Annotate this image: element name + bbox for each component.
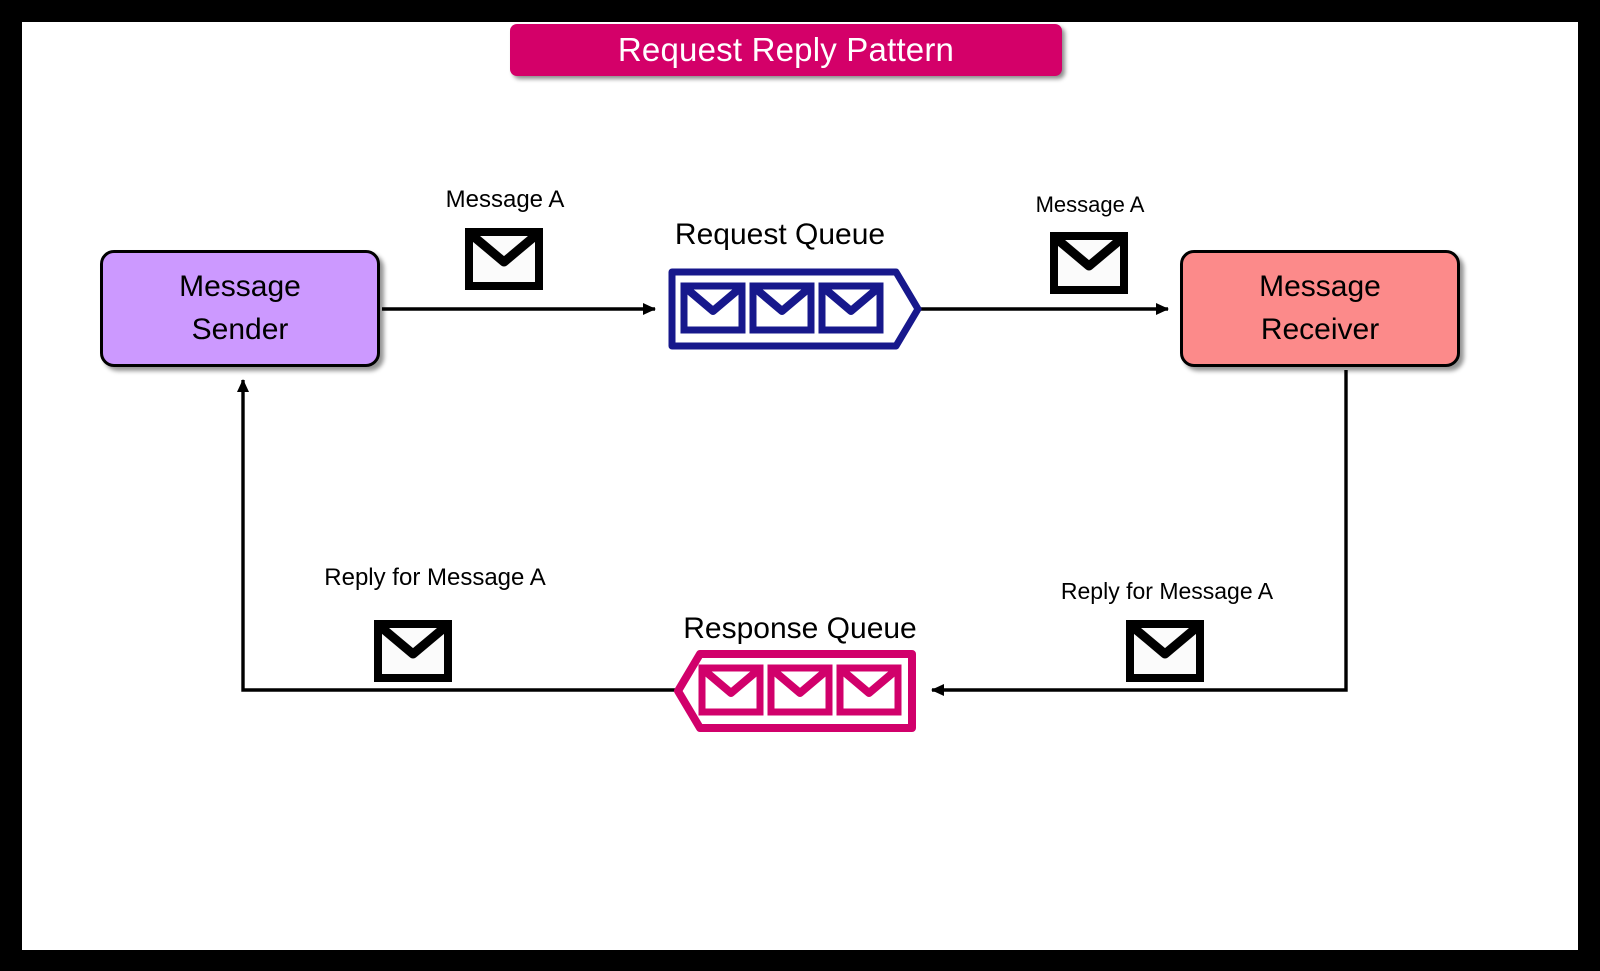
flow-label-receiver-to-response-queue: Reply for Message A <box>1060 578 1274 604</box>
request-queue-caption: Request Queue <box>674 218 886 251</box>
envelope-icon <box>374 620 452 682</box>
node-message-receiver-line2: Receiver <box>1260 312 1380 346</box>
page-title: Request Reply Pattern <box>617 31 955 68</box>
diagram-paper <box>22 22 1578 950</box>
flow-label-request-queue-to-receiver: Message A <box>1035 192 1145 217</box>
envelope-icon <box>1050 232 1128 294</box>
node-message-receiver-line1: Message <box>1259 269 1381 303</box>
node-message-sender-line2: Sender <box>191 312 289 346</box>
node-message-sender[interactable]: Message Sender <box>100 250 380 367</box>
flow-label-response-queue-to-sender: Reply for Message A <box>324 564 546 591</box>
envelope-icon <box>1126 620 1204 682</box>
envelope-icon <box>465 228 543 290</box>
node-message-sender-line1: Message <box>179 269 301 303</box>
response-queue-caption: Response Queue <box>683 612 917 645</box>
diagram-title-banner: Request Reply Pattern <box>510 24 1062 76</box>
flow-label-sender-to-request-queue: Message A <box>445 186 565 213</box>
node-message-receiver[interactable]: Message Receiver <box>1180 250 1460 367</box>
